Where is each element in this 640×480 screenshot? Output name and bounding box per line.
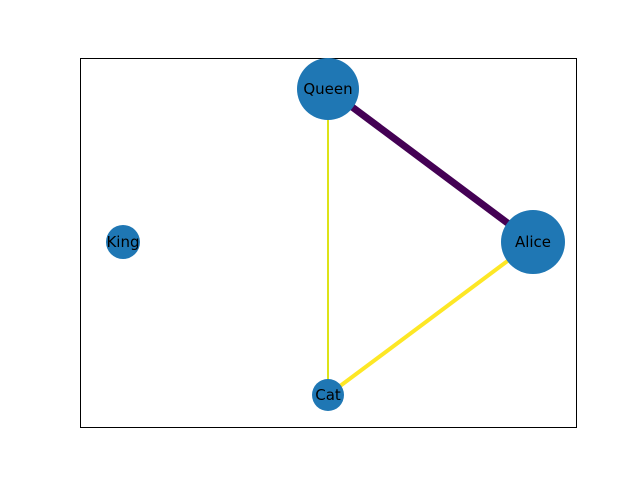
node-queen-label: Queen [303, 80, 352, 98]
node-king-label: King [106, 233, 139, 251]
node-cat-label: Cat [315, 386, 341, 404]
node-alice-label: Alice [515, 233, 551, 251]
node-king-marker [106, 225, 140, 259]
edge-queen-alice [324, 85, 537, 246]
node-queen: Queen [297, 58, 359, 120]
node-queen-marker [297, 58, 359, 120]
node-king: King [106, 225, 140, 259]
node-cat-marker [312, 379, 344, 411]
edge-alice-cat [326, 240, 535, 397]
node-cat: Cat [312, 379, 344, 411]
node-alice-marker [501, 210, 565, 274]
node-alice: Alice [501, 210, 565, 274]
